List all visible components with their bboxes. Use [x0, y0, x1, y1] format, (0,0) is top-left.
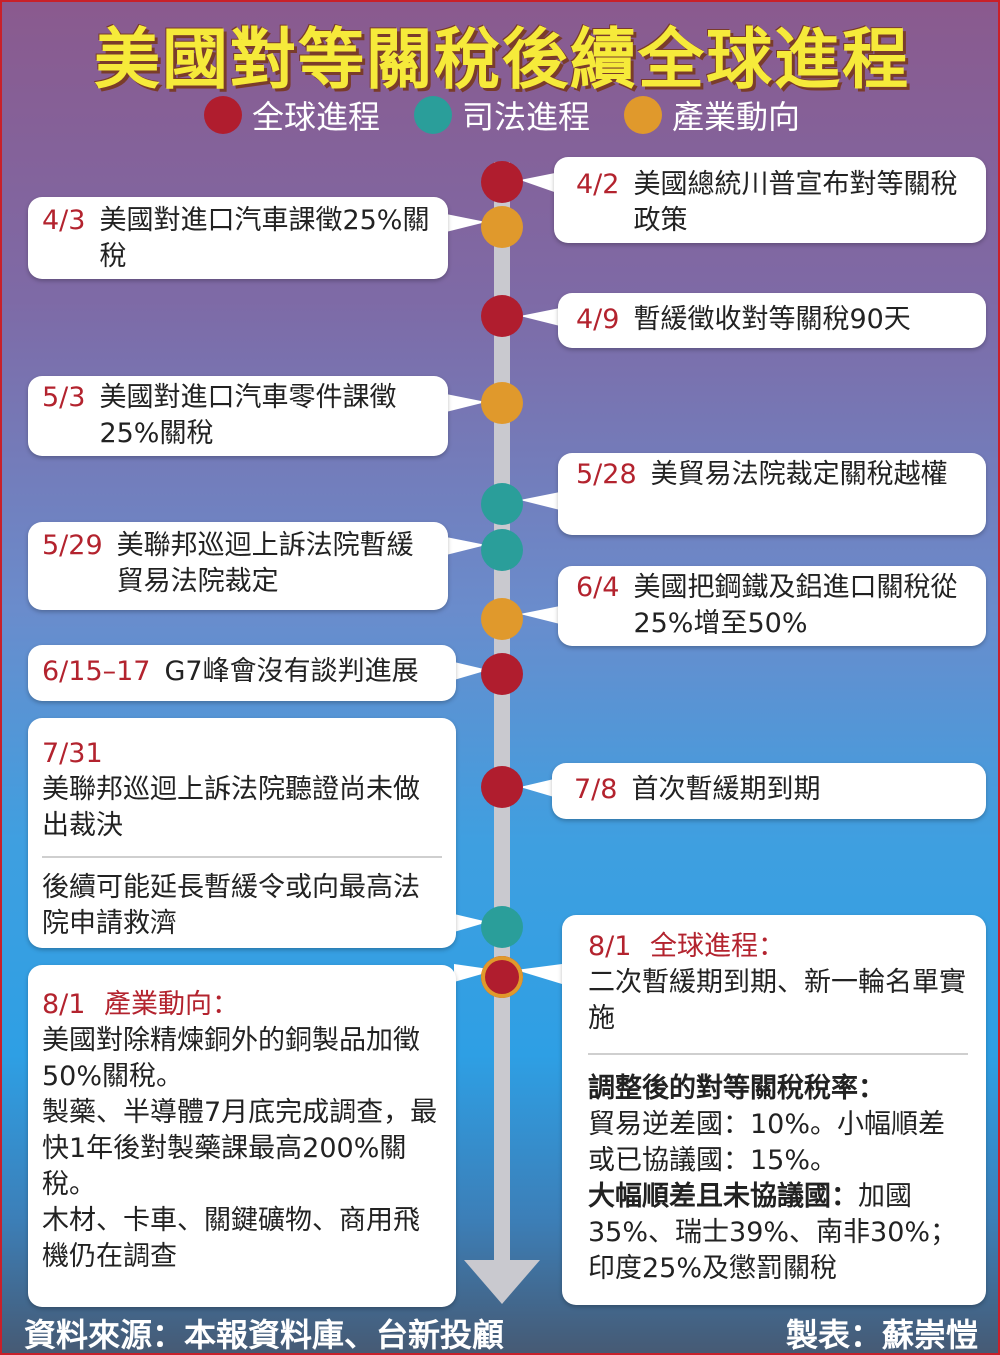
tail-e5 — [520, 492, 560, 510]
event-card-0402: 4/2 美國總統川普宣布對等關稅政策 — [554, 157, 986, 243]
event-card-0604: 6/4 美國把鋼鐵及鋁進口關稅從25%增至50% — [558, 566, 986, 646]
legend-item-industry: 產業動向 — [624, 92, 800, 138]
timeline-arrow-icon — [464, 1260, 540, 1304]
event-date: 5/28 — [576, 459, 637, 490]
tail-e6 — [446, 537, 486, 555]
rates-title: 調整後的對等關稅稅率： — [588, 1073, 885, 1104]
event-date: 5/29 — [42, 530, 103, 561]
event-date: 4/2 — [576, 169, 620, 200]
event-text: 美聯邦巡迴上訴法院暫緩貿易法院裁定 — [116, 530, 414, 597]
event-card-0409: 4/9 暫緩徵收對等關稅90天 — [558, 293, 986, 348]
event-date: 4/3 — [42, 205, 86, 236]
legend-dot-judicial — [413, 96, 452, 134]
tail-e10 — [454, 914, 488, 932]
timeline-dot-global — [481, 295, 523, 337]
legend: 全球進程 司法進程 產業動向 — [2, 92, 998, 138]
timeline-dot-combined — [481, 956, 523, 998]
event-date: 6/4 — [576, 572, 620, 603]
event-text: 首次暫緩期到期 — [631, 774, 821, 805]
legend-item-global: 全球進程 — [203, 92, 380, 138]
tail-e2 — [446, 214, 486, 232]
tail-e1 — [520, 172, 560, 194]
timeline-dot-industry — [481, 206, 523, 248]
timeline-dot-judicial — [481, 906, 523, 948]
event-text: 美國對除精煉銅外的銅製品加徵50%關稅。 — [42, 1025, 420, 1092]
rates-text: 加國35%、瑞士39%、南非30%；印度25%及懲罰關稅 — [588, 1181, 958, 1284]
event-text: 製藥、半導體7月底完成調查，最快1年後對製藥課最高200%關稅。 — [42, 1097, 438, 1200]
timeline-dot-global — [481, 653, 523, 695]
event-date: 8/1 — [42, 989, 86, 1020]
event-card-0801-global: 8/1 全球進程： 二次暫緩期到期、新一輪名單實施 調整後的對等關稅稅率： 貿易… — [562, 915, 986, 1305]
legend-label-judicial: 司法進程 — [461, 98, 590, 136]
event-heading-text: 全球進程： — [650, 931, 786, 962]
event-text: 美國對進口汽車零件課徵25%關稅 — [99, 382, 397, 449]
event-date: 8/1 — [588, 931, 632, 962]
tail-e9 — [520, 779, 554, 797]
timeline-dot-industry — [481, 382, 523, 424]
rates-text: 貿易逆差國：10%。小幅順差或已協議國：15%。 — [588, 1109, 946, 1176]
event-text: 美國總統川普宣布對等關稅政策 — [633, 169, 958, 236]
event-card-0403: 4/3 美國對進口汽車課徵25%關稅 — [28, 197, 448, 279]
tail-e12 — [516, 964, 562, 984]
event-heading: 8/1 全球進程： — [588, 929, 968, 965]
author-credit: 製表：蘇崇愷 — [785, 1316, 978, 1354]
event-card-0731: 7/31 美聯邦巡迴上訴法院聽證尚未做出裁決 後續可能延長暫緩令或向最高法院申請… — [28, 718, 456, 948]
card-divider — [588, 1053, 968, 1055]
page-title: 美國對等關稅後續全球進程 — [94, 21, 910, 98]
event-text: 木材、卡車、關鍵礦物、商用飛機仍在調查 — [42, 1205, 420, 1272]
event-card-0615: 6/15–17 G7峰會沒有談判進展 — [28, 645, 456, 701]
event-date: 5/3 — [42, 382, 86, 413]
timeline-dot-judicial — [481, 529, 523, 571]
event-heading: 8/1 產業動向： — [42, 987, 442, 1023]
event-text: 二次暫緩期到期、新一輪名單實施 — [588, 967, 966, 1034]
tail-e3 — [520, 308, 560, 326]
event-card-0801-industry: 8/1 產業動向： 美國對除精煉銅外的銅製品加徵50%關稅。 製藥、半導體7月底… — [28, 965, 456, 1307]
event-text: 暫緩徵收對等關稅90天 — [633, 304, 911, 335]
event-text: 美國對進口汽車課徵25%關稅 — [99, 205, 430, 272]
rates-bold: 大幅順差且未協議國： — [588, 1181, 858, 1212]
timeline-dot-judicial — [481, 483, 523, 525]
timeline-dot-industry — [481, 598, 523, 640]
tail-e7 — [520, 606, 560, 624]
legend-dot-industry — [624, 96, 662, 134]
event-heading-text: 產業動向： — [104, 989, 240, 1020]
event-text: 美國把鋼鐵及鋁進口關稅從25%增至50% — [633, 572, 958, 639]
event-text: 後續可能延長暫緩令或向最高法院申請救濟 — [42, 872, 420, 939]
event-card-0529: 5/29 美聯邦巡迴上訴法院暫緩貿易法院裁定 — [28, 522, 448, 610]
legend-dot-global — [203, 96, 242, 134]
tail-e4 — [446, 394, 486, 412]
event-text: G7峰會沒有談判進展 — [164, 656, 419, 687]
event-date: 6/15–17 — [42, 656, 151, 687]
legend-item-judicial: 司法進程 — [413, 92, 590, 138]
event-text: 美聯邦巡迴上訴法院聽證尚未做出裁決 — [42, 774, 420, 841]
timeline-dot-global — [481, 161, 523, 203]
event-card-0503: 5/3 美國對進口汽車零件課徵25%關稅 — [28, 376, 448, 456]
timeline-dot-global — [481, 766, 523, 808]
legend-label-global: 全球進程 — [251, 98, 380, 136]
event-date: 7/8 — [574, 774, 618, 805]
event-date: 4/9 — [576, 304, 620, 335]
tail-e8 — [454, 662, 488, 680]
event-date: 7/31 — [42, 738, 103, 769]
event-card-0528: 5/28 美貿易法院裁定關稅越權 — [558, 453, 986, 535]
legend-label-industry: 產業動向 — [672, 98, 801, 136]
card-divider — [42, 856, 442, 858]
source-credit: 資料來源：本報資料庫、台新投顧 — [24, 1316, 505, 1354]
event-card-0708: 7/8 首次暫緩期到期 — [552, 763, 986, 819]
event-text: 美貿易法院裁定關稅越權 — [650, 459, 948, 490]
